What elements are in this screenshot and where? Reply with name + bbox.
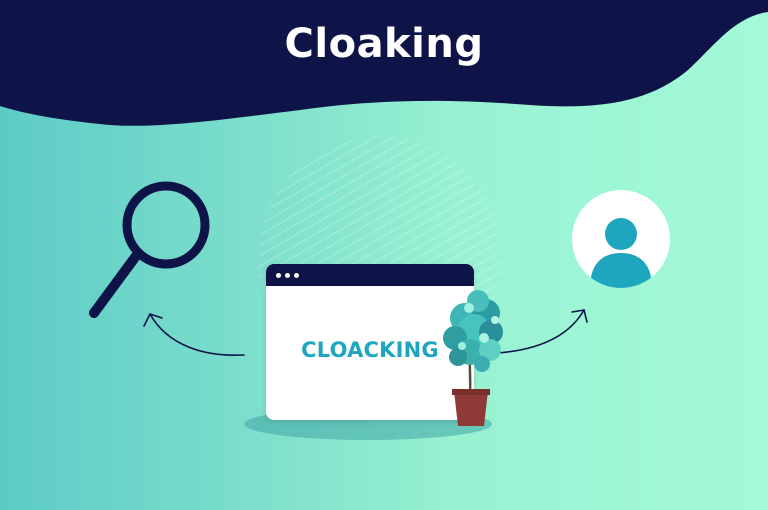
- window-dot-icon: [285, 273, 290, 278]
- window-dot-icon: [294, 273, 299, 278]
- browser-window: CLOACKING: [266, 264, 474, 420]
- user-avatar-icon: [572, 190, 670, 288]
- arrow-to-search-icon: [143, 313, 245, 357]
- magnifier-icon: [89, 181, 210, 318]
- window-dot-icon: [276, 273, 281, 278]
- page-title: Cloaking: [284, 21, 484, 67]
- arrow-to-user-icon: [497, 309, 588, 354]
- window-label: CLOACKING: [301, 338, 439, 362]
- header-wave: [0, 0, 768, 126]
- window-titlebar: [266, 264, 474, 286]
